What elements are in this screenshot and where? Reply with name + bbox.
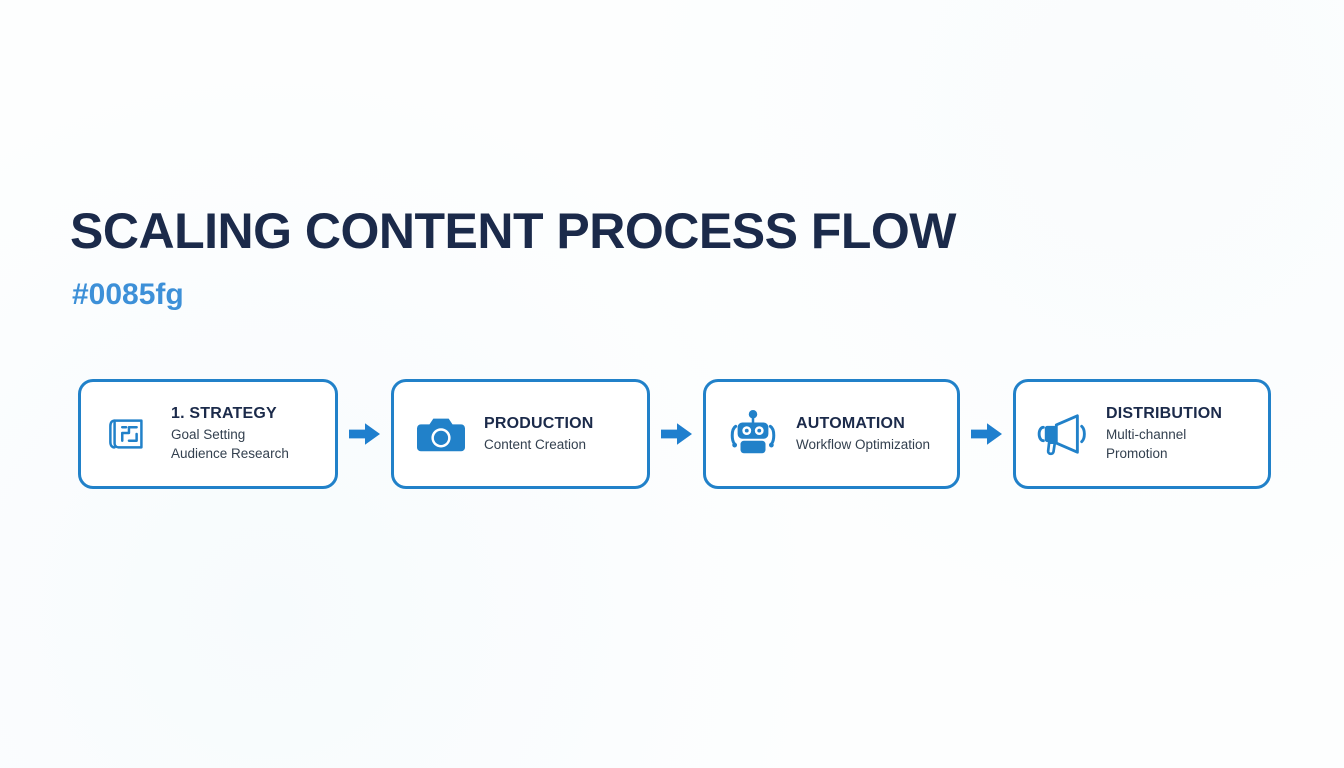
connector-arrow-2 (650, 421, 703, 447)
step-desc-line: Promotion (1106, 446, 1168, 461)
step-desc-line: Audience Research (171, 446, 289, 461)
step-desc-line: Goal Setting (171, 427, 246, 443)
page-title: SCALING CONTENT PROCESS FLOW (70, 203, 957, 259)
camera-icon (412, 404, 470, 464)
arrow-right-icon (349, 423, 380, 445)
robot-icon (724, 404, 782, 464)
process-step-automation[interactable]: AUTOMATION Workflow Optimization (703, 379, 960, 489)
process-step-text: 1. STRATEGY Goal Setting Audience Resear… (171, 404, 289, 463)
step-title: DISTRIBUTION (1106, 405, 1223, 423)
process-step-distribution[interactable]: DISTRIBUTION Multi-channel Promotion (1013, 379, 1271, 489)
megaphone-icon (1034, 404, 1092, 464)
step-title: AUTOMATION (796, 414, 905, 432)
process-step-production[interactable]: PRODUCTION Content Creation (391, 379, 650, 489)
arrow-right-icon (661, 423, 692, 445)
arrow-right-icon (971, 423, 1002, 445)
process-step-text: DISTRIBUTION Multi-channel Promotion (1106, 404, 1222, 463)
blueprint-icon (99, 404, 157, 464)
page-subtitle: #0085fg (72, 278, 184, 311)
step-title: 1. STRATEGY (171, 405, 277, 423)
connector-arrow-1 (338, 421, 391, 447)
process-flow: 1. STRATEGY Goal Setting Audience Resear… (78, 379, 1271, 489)
step-desc-line: Multi-channel (1106, 427, 1187, 443)
step-desc-line: Workflow Optimization (796, 436, 931, 452)
process-step-text: PRODUCTION Content Creation (484, 414, 594, 455)
process-step-strategy[interactable]: 1. STRATEGY Goal Setting Audience Resear… (78, 379, 338, 489)
step-title: PRODUCTION (484, 414, 594, 432)
process-step-text: AUTOMATION Workflow Optimization (796, 414, 930, 455)
step-desc-line: Content Creation (484, 436, 587, 452)
connector-arrow-3 (960, 421, 1013, 447)
